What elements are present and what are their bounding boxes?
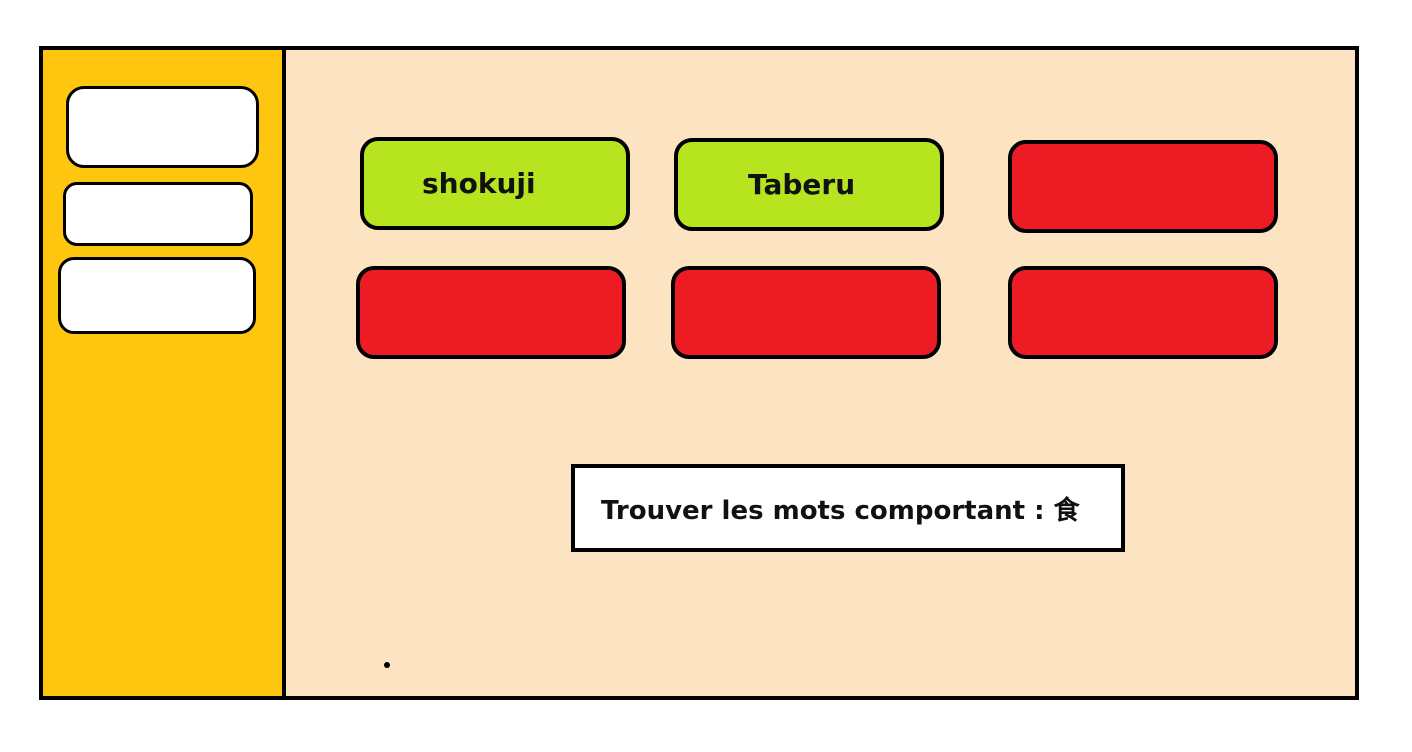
cursor-dot	[384, 662, 390, 668]
word-card-3[interactable]	[1008, 140, 1278, 233]
sidebar	[43, 50, 286, 696]
instruction-box: Trouver les mots comportant : 食	[571, 464, 1125, 552]
instruction-text: Trouver les mots comportant : 食	[601, 495, 1080, 526]
app-window: shokuji Taberu Trouver les mots comporta…	[39, 46, 1359, 700]
word-card-4[interactable]	[356, 266, 626, 359]
word-card-1[interactable]: shokuji	[360, 137, 630, 230]
sidebar-slot-1[interactable]	[66, 86, 259, 168]
word-card-5[interactable]	[671, 266, 941, 359]
sidebar-slot-2[interactable]	[63, 182, 253, 246]
word-card-6[interactable]	[1008, 266, 1278, 359]
word-card-2[interactable]: Taberu	[674, 138, 944, 231]
sidebar-slot-3[interactable]	[58, 257, 256, 334]
